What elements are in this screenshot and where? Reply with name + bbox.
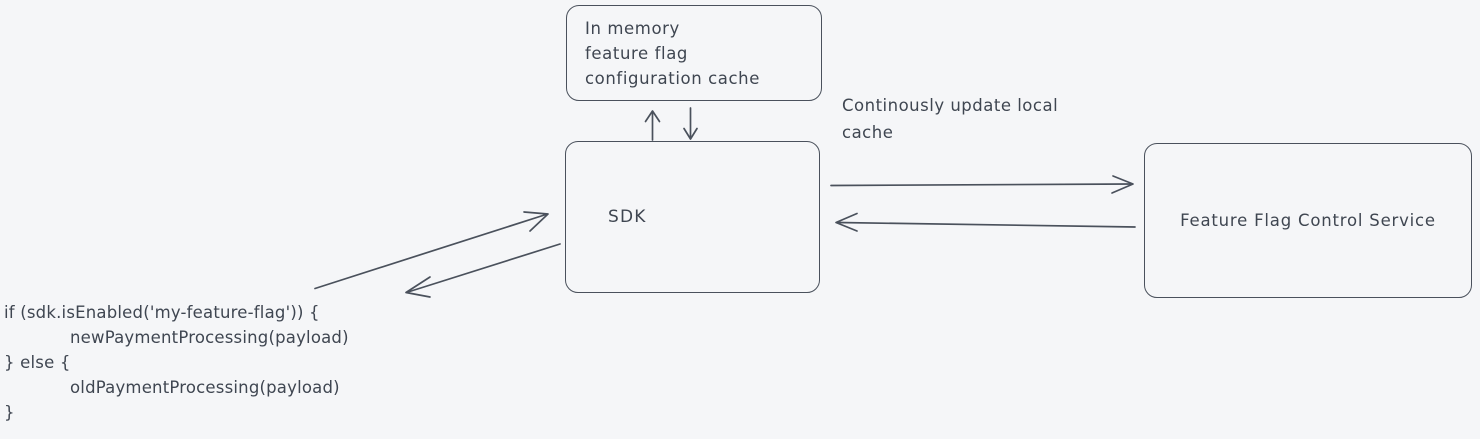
node-in-memory-cache-label: In memory feature flag configuration cac… xyxy=(585,18,760,88)
code-line: oldPaymentProcessing(payload) xyxy=(70,378,340,397)
node-in-memory-cache[interactable]: In memory feature flag configuration cac… xyxy=(566,5,822,101)
arrow-service-to-sdk xyxy=(835,212,1136,232)
code-snippet: if (sdk.isEnabled('my-feature-flag')) { n… xyxy=(4,300,349,425)
arrow-sdk-to-service xyxy=(830,175,1134,194)
arrow-cache-to-sdk xyxy=(683,107,698,140)
code-line: } xyxy=(4,403,15,422)
arrow-sdk-to-code xyxy=(405,243,561,298)
edge-label-continously-update-local-cache: Continously update local cache xyxy=(842,96,1059,142)
code-line: if (sdk.isEnabled('my-feature-flag')) { xyxy=(4,303,320,322)
node-sdk[interactable]: SDK xyxy=(565,141,820,293)
node-feature-flag-control-service-label: Feature Flag Control Service xyxy=(1180,211,1436,230)
code-line: newPaymentProcessing(payload) xyxy=(70,328,349,347)
arrow-sdk-to-cache xyxy=(644,110,661,141)
node-feature-flag-control-service[interactable]: Feature Flag Control Service xyxy=(1144,143,1472,298)
code-line: } else { xyxy=(4,353,71,372)
node-sdk-label: SDK xyxy=(608,206,647,227)
arrow-code-to-sdk xyxy=(314,211,549,290)
